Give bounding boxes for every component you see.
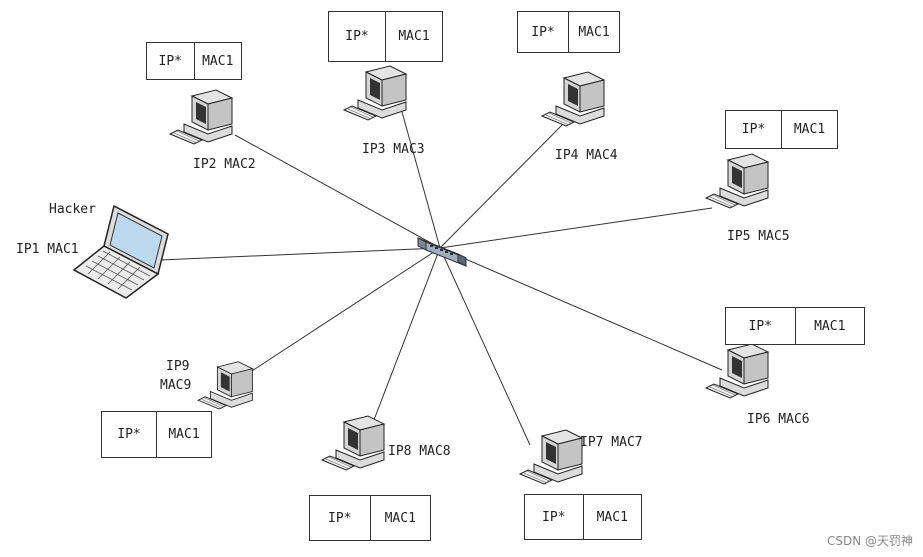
arp-cache-table: IP* MAC1 [725, 307, 865, 345]
desktop-icon [197, 361, 254, 410]
desktop-icon [518, 429, 584, 485]
desktop-icon [704, 343, 770, 399]
switch-icon [417, 237, 467, 267]
arp-mac-cell: MAC1 [781, 111, 837, 148]
desktop-icon [540, 71, 606, 127]
arp-ip-cell: IP* [748, 318, 772, 334]
arp-cache-table: IP* MAC1 [328, 11, 443, 62]
link-h5 [439, 207, 713, 249]
host-label: IP1 MAC1 [16, 242, 79, 257]
arp-ip-cell: IP* [117, 427, 141, 442]
link-h7 [439, 247, 531, 446]
arp-cache-table: IP* MAC1 [101, 411, 212, 458]
host-label: IP8 MAC8 [388, 444, 451, 459]
host-label: IP5 MAC5 [727, 229, 790, 244]
arp-cache-table: IP* MAC1 [146, 42, 242, 80]
host-label: IP7 MAC7 [580, 435, 643, 450]
arp-mac-cell: MAC1 [156, 412, 211, 457]
link-h8 [371, 247, 441, 426]
link-hacker [159, 247, 441, 261]
arp-ip-cell: IP* [741, 122, 766, 137]
arp-mac-cell: MAC1 [385, 12, 442, 61]
arp-mac-cell: MAC1 [193, 43, 242, 79]
link-h4 [439, 114, 573, 249]
arp-mac-cell: MAC1 [582, 495, 642, 539]
arp-cache-table: IP* MAC1 [517, 11, 620, 53]
host-label: IP2 MAC2 [193, 157, 256, 172]
arp-mac-cell: MAC1 [568, 12, 619, 52]
host-label: IP6 MAC6 [747, 412, 810, 427]
host-label: IP9 [166, 359, 190, 374]
desktop-icon [320, 415, 386, 471]
link-h3 [401, 111, 441, 249]
arp-mac-cell: MAC1 [369, 496, 431, 540]
link-h6 [439, 247, 723, 371]
host-label: IP4 MAC4 [555, 148, 618, 163]
arp-mac-cell: MAC1 [794, 308, 865, 344]
arp-cache-table: IP* MAC1 [725, 110, 838, 149]
arp-ip-cell: IP* [328, 510, 352, 526]
link-h2 [234, 134, 441, 249]
desktop-icon [168, 89, 234, 145]
arp-ip-cell: IP* [542, 509, 566, 525]
link-h9 [237, 247, 441, 381]
host-label: IP3 MAC3 [362, 142, 425, 157]
arp-ip-cell: IP* [158, 53, 182, 69]
arp-ip-cell: IP* [531, 24, 555, 40]
desktop-icon [704, 153, 770, 209]
arp-cache-table: IP* MAC1 [524, 494, 642, 540]
watermark: CSDN @天罚神 [826, 534, 913, 548]
host-label: MAC9 [160, 378, 192, 393]
desktop-icon [342, 65, 408, 121]
arp-ip-cell: IP* [345, 29, 369, 44]
laptop-icon [72, 204, 169, 299]
arp-cache-table: IP* MAC1 [309, 495, 431, 541]
hacker-label: Hacker [49, 202, 96, 217]
